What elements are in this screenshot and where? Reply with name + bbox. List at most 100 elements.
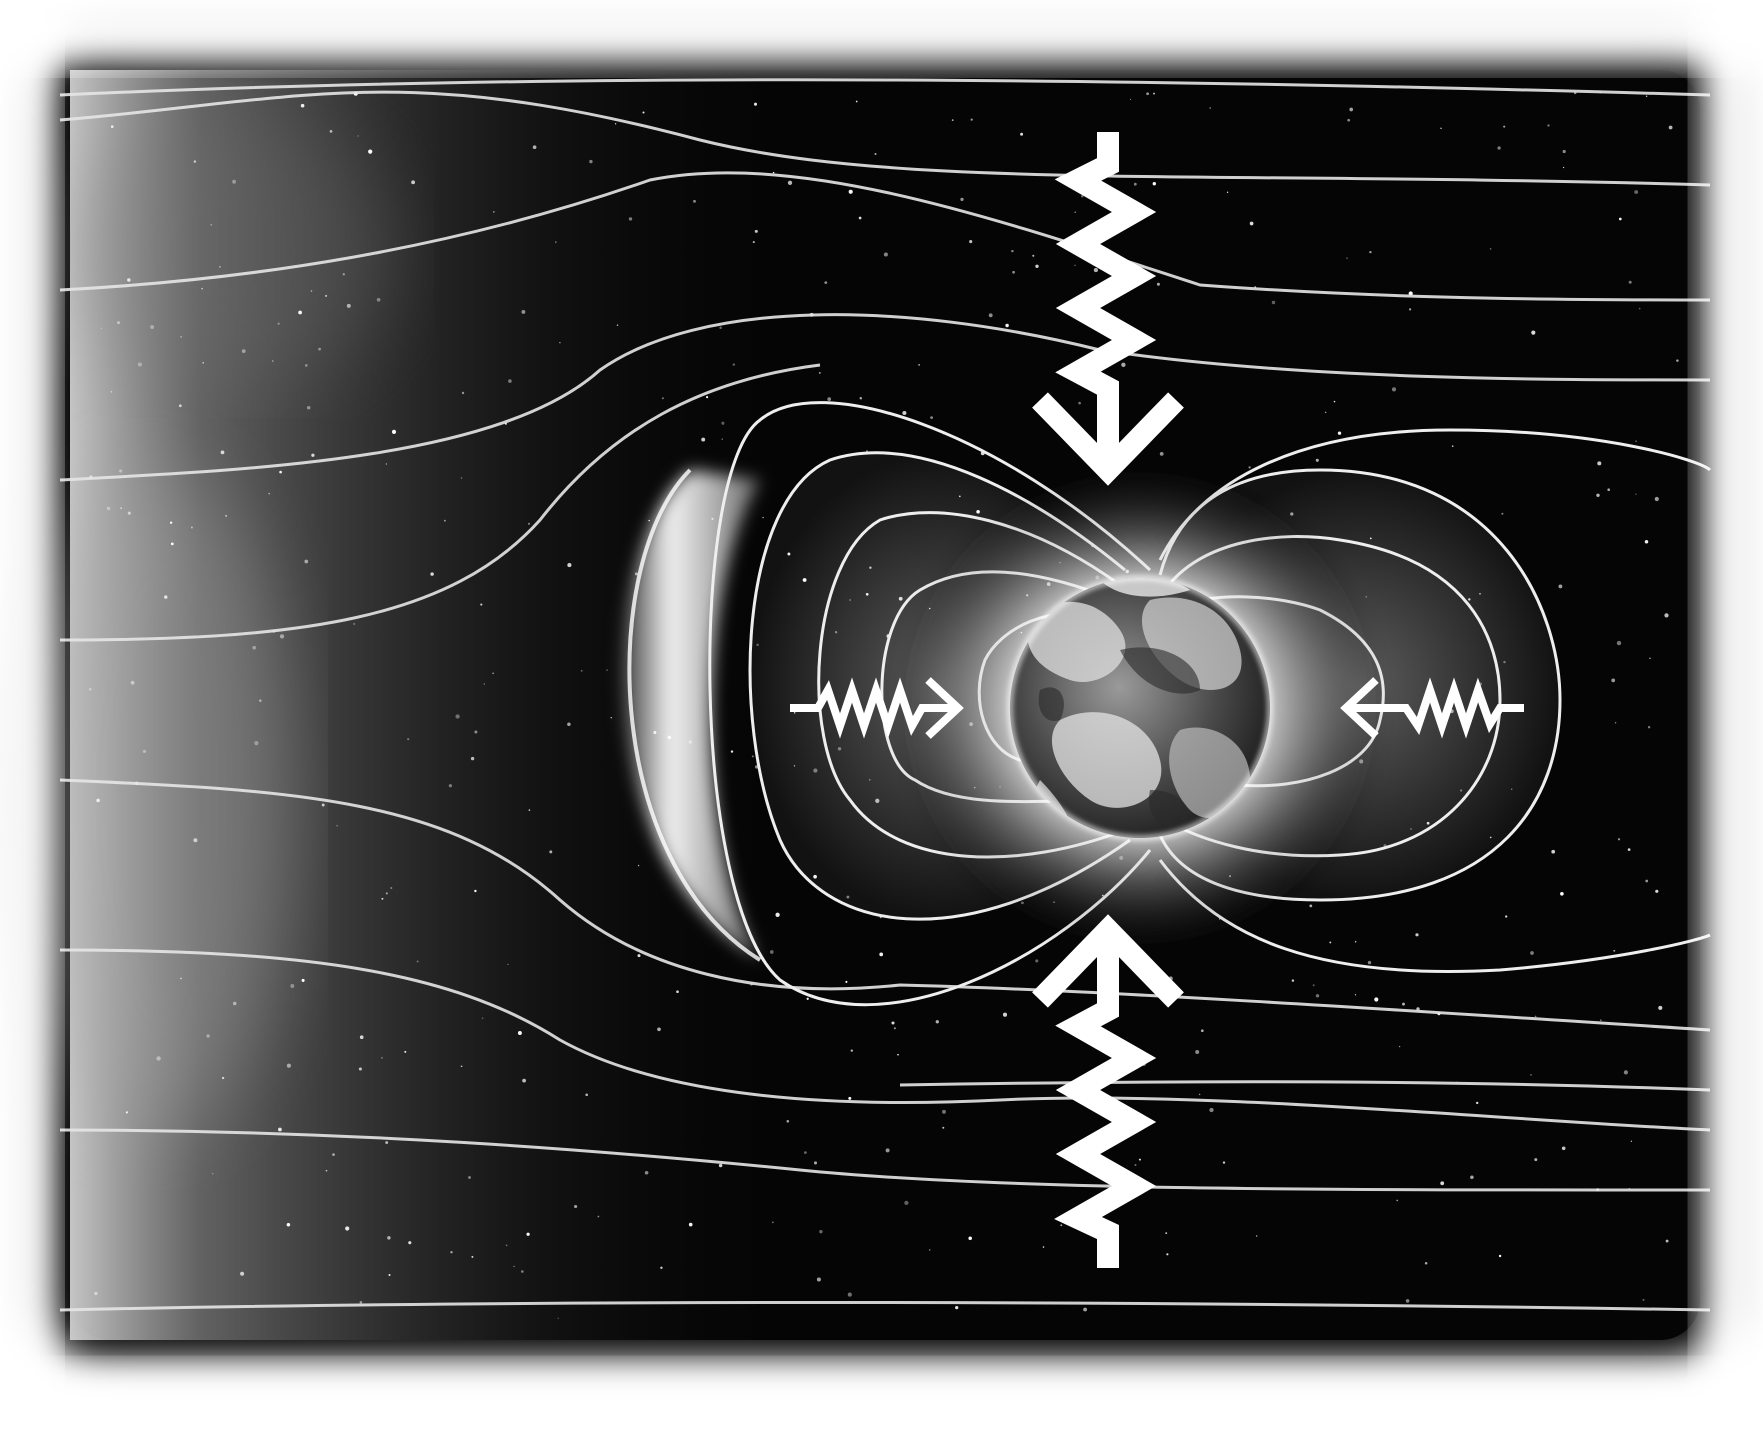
star bbox=[387, 1236, 390, 1239]
star bbox=[471, 1256, 473, 1258]
star bbox=[1130, 99, 1131, 100]
star bbox=[968, 1237, 972, 1241]
star bbox=[1476, 1102, 1478, 1104]
star bbox=[1635, 494, 1636, 495]
star bbox=[407, 738, 409, 740]
star bbox=[206, 1034, 209, 1037]
star bbox=[1209, 107, 1211, 109]
star bbox=[1619, 218, 1622, 221]
star bbox=[1615, 722, 1616, 723]
star bbox=[417, 961, 419, 963]
star bbox=[1227, 192, 1228, 193]
star bbox=[1547, 124, 1549, 126]
star bbox=[506, 1245, 508, 1247]
star bbox=[1452, 445, 1454, 447]
star bbox=[522, 1079, 526, 1083]
star bbox=[1613, 950, 1615, 952]
star bbox=[386, 463, 387, 464]
star bbox=[381, 898, 383, 900]
star bbox=[202, 362, 204, 364]
star bbox=[1195, 1050, 1199, 1054]
star bbox=[345, 1226, 349, 1230]
star bbox=[1012, 271, 1015, 274]
star bbox=[827, 397, 831, 401]
star bbox=[347, 304, 351, 308]
star bbox=[1392, 387, 1396, 391]
star bbox=[455, 714, 459, 718]
star bbox=[343, 273, 345, 275]
star bbox=[558, 1318, 559, 1319]
star bbox=[936, 1020, 939, 1023]
star bbox=[1596, 494, 1599, 497]
star bbox=[581, 670, 583, 672]
star bbox=[1153, 182, 1156, 185]
star bbox=[849, 190, 853, 194]
star bbox=[360, 1035, 364, 1039]
star bbox=[1369, 251, 1371, 253]
star bbox=[1562, 1147, 1566, 1151]
star bbox=[461, 477, 463, 479]
star bbox=[676, 990, 679, 993]
star bbox=[952, 119, 954, 121]
star bbox=[404, 1051, 406, 1053]
star bbox=[1035, 265, 1038, 268]
star bbox=[874, 153, 876, 155]
star bbox=[1313, 984, 1315, 986]
star bbox=[164, 595, 167, 598]
star bbox=[325, 295, 327, 297]
star bbox=[156, 1056, 160, 1060]
star bbox=[1597, 461, 1601, 465]
star bbox=[1250, 222, 1254, 226]
star bbox=[191, 527, 193, 529]
star bbox=[268, 493, 270, 495]
star bbox=[1329, 941, 1331, 943]
star bbox=[311, 290, 313, 292]
star bbox=[1560, 892, 1564, 896]
star bbox=[969, 240, 972, 243]
star bbox=[521, 1270, 524, 1273]
star bbox=[845, 981, 847, 983]
star bbox=[1032, 255, 1034, 257]
star bbox=[788, 181, 792, 185]
star bbox=[1199, 1094, 1201, 1096]
star bbox=[529, 809, 531, 811]
star bbox=[589, 160, 592, 163]
star bbox=[657, 1027, 661, 1031]
star bbox=[311, 454, 314, 457]
star bbox=[1406, 1299, 1410, 1303]
star bbox=[848, 1097, 851, 1100]
star bbox=[1139, 1159, 1141, 1161]
star bbox=[259, 699, 262, 702]
star bbox=[357, 135, 358, 136]
star bbox=[891, 1021, 894, 1024]
star bbox=[897, 1054, 899, 1056]
star bbox=[290, 984, 294, 988]
star bbox=[1209, 1108, 1213, 1112]
star bbox=[1309, 905, 1312, 908]
star bbox=[772, 1222, 774, 1224]
star bbox=[117, 321, 120, 324]
star bbox=[856, 101, 858, 103]
star bbox=[119, 469, 122, 472]
earth-globe-icon bbox=[1010, 575, 1270, 840]
star bbox=[819, 1230, 822, 1233]
star bbox=[1399, 1046, 1400, 1047]
star bbox=[754, 103, 757, 106]
star bbox=[1160, 452, 1164, 456]
star bbox=[929, 1249, 930, 1250]
star bbox=[242, 349, 246, 353]
star bbox=[1166, 1253, 1168, 1255]
star bbox=[508, 379, 512, 383]
star bbox=[518, 1031, 522, 1035]
star bbox=[1534, 1158, 1537, 1161]
star bbox=[252, 646, 256, 650]
star bbox=[111, 125, 114, 128]
star bbox=[1563, 150, 1566, 153]
star bbox=[662, 397, 664, 399]
star bbox=[225, 515, 227, 517]
star bbox=[804, 1151, 807, 1154]
star bbox=[1563, 167, 1564, 168]
star bbox=[786, 1120, 789, 1123]
star bbox=[1409, 308, 1411, 310]
star bbox=[597, 1216, 599, 1218]
